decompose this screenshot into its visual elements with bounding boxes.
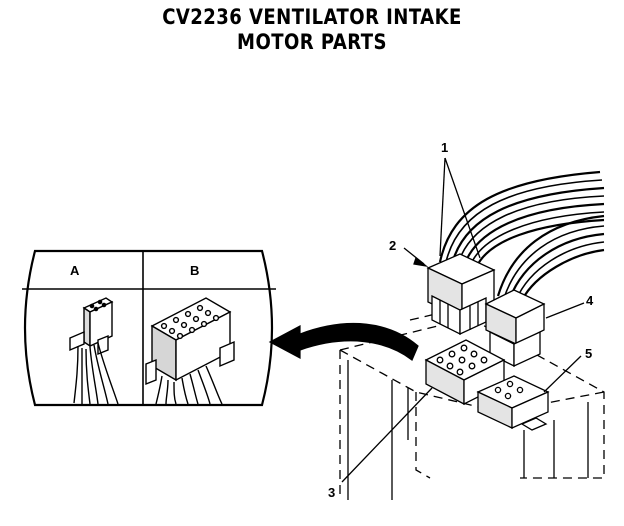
main-assembly	[339, 170, 605, 500]
callout-2: 2	[389, 238, 396, 253]
diagram-title-line-1: CV2236 VENTILATOR INTAKE	[162, 5, 462, 29]
connector-b-drawing	[145, 297, 235, 405]
callout-1: 1	[441, 140, 448, 155]
diagram-title-line-2: MOTOR PARTS	[237, 30, 387, 54]
connector-a-drawing	[69, 297, 119, 405]
callout-5: 5	[585, 346, 592, 361]
pointer-arrow	[268, 322, 419, 361]
inset-label-b: B	[190, 263, 199, 278]
callout-3: 3	[328, 485, 335, 500]
leader-lines	[341, 157, 585, 483]
inset-label-a: A	[70, 263, 80, 278]
callout-4: 4	[586, 293, 594, 308]
connector-detail-inset: A B	[22, 249, 276, 407]
